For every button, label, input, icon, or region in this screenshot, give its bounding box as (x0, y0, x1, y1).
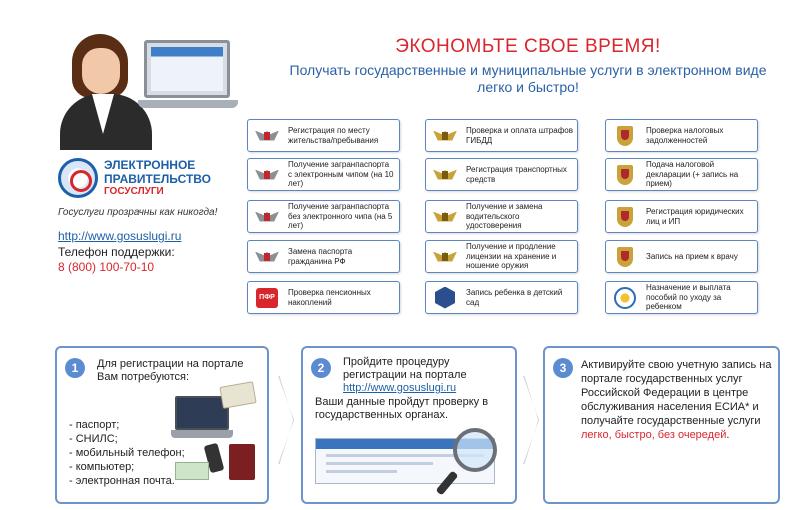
coat-of-arms-icon (612, 164, 638, 186)
service-driver-license[interactable]: Получение и замена водительского удостов… (425, 200, 578, 233)
service-registration[interactable]: Регистрация по месту жительства/пребыван… (247, 119, 400, 152)
logo-line3: ГОСУСЛУГИ (104, 186, 164, 197)
service-passport-nochip[interactable]: Получение загранпаспорта без электронног… (247, 200, 400, 233)
pension-fund-icon: ПФР (254, 287, 280, 309)
laptop-icon (171, 396, 233, 438)
service-weapon-license[interactable]: Получение и продление лицензии на хранен… (425, 240, 578, 273)
step-2-title: Пройдите процедуру регистрации на портал… (343, 356, 467, 381)
eagle-icon (254, 246, 280, 268)
subtitle-line1: Получать государственные и муниципальные… (289, 62, 767, 78)
service-traffic-fines[interactable]: Проверка и оплата штрафов ГИБДД (425, 119, 578, 152)
gosuslugi-emblem-icon (58, 158, 98, 198)
service-vehicle-registration[interactable]: Регистрация транспортных средств (425, 158, 578, 191)
subtitle-line2: легко и быстро! (477, 79, 579, 95)
service-label: Проверка налоговых задолженностей (646, 126, 724, 145)
service-label: Подача налоговой декларации (+ запись на… (646, 160, 739, 189)
coat-of-arms-icon (612, 206, 638, 228)
service-label: Назначение и выплата пособий по уходу за… (646, 283, 731, 312)
pfr-label: ПФР (256, 287, 278, 308)
eagle-gold-icon (432, 246, 458, 268)
list-item: - электронная почта. (69, 475, 175, 487)
service-label: Регистрация юридических лиц и ИП (646, 207, 744, 226)
service-pension-check[interactable]: ПФР Проверка пенсионных накоплений (247, 281, 400, 314)
hero-illustration (52, 28, 242, 150)
step-3-panel: 3 Активируйте свою учетную запись на пор… (543, 346, 780, 504)
eagle-gold-icon (432, 206, 458, 228)
page-subtitle: Получать государственные и муниципальные… (248, 62, 800, 96)
chevron-right-icon (278, 376, 294, 462)
woman-face (82, 48, 120, 94)
social-fund-icon (612, 286, 638, 309)
kindergarten-icon (432, 286, 458, 309)
service-label: Проверка пенсионных накоплений (288, 288, 371, 307)
service-label: Регистрация по месту жительства/пребыван… (288, 126, 379, 145)
laptop-base (138, 100, 238, 108)
step-number: 2 (311, 358, 331, 378)
service-label: Получение и замена водительского удостов… (466, 202, 543, 231)
step-3-text: Активируйте свою учетную запись на порта… (581, 358, 775, 442)
service-label: Регистрация транспортных средств (466, 165, 567, 184)
service-label: Получение и продление лицензии на хранен… (466, 242, 557, 271)
service-label: Получение загранпаспорта с электронным ч… (288, 160, 394, 189)
service-tax-debts[interactable]: Проверка налоговых задолженностей (605, 119, 758, 152)
eagle-icon (254, 164, 280, 186)
chevron-right-icon (523, 376, 539, 462)
list-item: - СНИЛС; (69, 433, 118, 445)
service-child-benefits[interactable]: Назначение и выплата пособий по уходу за… (605, 281, 758, 314)
step-2-link[interactable]: http://www.gosuslugi.ru (343, 382, 457, 394)
service-kindergarten[interactable]: Запись ребенка в детский сад (425, 281, 578, 314)
magnifier-icon (453, 428, 497, 472)
step-1-title: Для регистрации на портале Вам потребуют… (97, 358, 244, 383)
service-label: Замена паспорта гражданина РФ (288, 247, 353, 266)
step-2-panel: 2 Пройдите процедуру регистрации на порт… (301, 346, 517, 504)
requirements-list: - паспорт; - СНИЛС; - мобильный телефон;… (69, 418, 185, 488)
list-item: - паспорт; (69, 419, 120, 431)
step-number: 1 (65, 358, 85, 378)
snils-card-icon (175, 462, 209, 480)
logo-line1: ЭЛЕКТРОННОЕ (104, 158, 196, 172)
service-passport-chip[interactable]: Получение загранпаспорта с электронным ч… (247, 158, 400, 191)
slogan: Госуслуги прозрачны как никогда! (58, 207, 218, 218)
service-tax-declaration[interactable]: Подача налоговой декларации (+ запись на… (605, 158, 758, 191)
service-label: Проверка и оплата штрафов ГИБДД (466, 126, 573, 145)
coat-of-arms-icon (612, 125, 638, 147)
laptop-illustration (144, 40, 230, 98)
service-business-registration[interactable]: Регистрация юридических лиц и ИП (605, 200, 758, 233)
service-passport-replace[interactable]: Замена паспорта гражданина РФ (247, 240, 400, 273)
service-label: Запись на прием к врачу (646, 251, 738, 261)
service-label: Запись ребенка в детский сад (466, 288, 563, 307)
service-label: Получение загранпаспорта без электронног… (288, 202, 393, 231)
eagle-gold-icon (432, 125, 458, 147)
card-icon (219, 381, 257, 409)
list-item: - компьютер; (69, 461, 135, 473)
support-phone: 8 (800) 100-70-10 (58, 260, 155, 274)
step-1-panel: 1 Для регистрации на портале Вам потребу… (55, 346, 269, 504)
eagle-icon (254, 206, 280, 228)
passport-icon (229, 444, 255, 480)
support-label: Телефон поддержки: (58, 245, 175, 259)
service-doctor-appointment[interactable]: Запись на прием к врачу (605, 240, 758, 273)
gosuslugi-logo: ЭЛЕКТРОННОЕ ПРАВИТЕЛЬСТВО ГОСУСЛУГИ (58, 156, 218, 202)
logo-line2: ПРАВИТЕЛЬСТВО (104, 172, 212, 186)
page-title: ЭКОНОМЬТЕ СВОЕ ВРЕМЯ! (395, 36, 661, 57)
site-link[interactable]: http://www.gosuslugi.ru (58, 229, 182, 243)
step-2-text: Ваши данные пройдут проверку в государст… (315, 396, 489, 421)
eagle-icon (254, 125, 280, 147)
step-3-end: . (726, 429, 730, 441)
step-3-body: Активируйте свою учетную запись на порта… (581, 359, 772, 427)
eagle-gold-icon (432, 164, 458, 186)
coat-of-arms-icon (612, 246, 638, 268)
list-item: - мобильный телефон; (69, 447, 185, 459)
step-number: 3 (553, 358, 573, 378)
step-3-highlight: легко, быстро, без очередей (581, 429, 727, 441)
